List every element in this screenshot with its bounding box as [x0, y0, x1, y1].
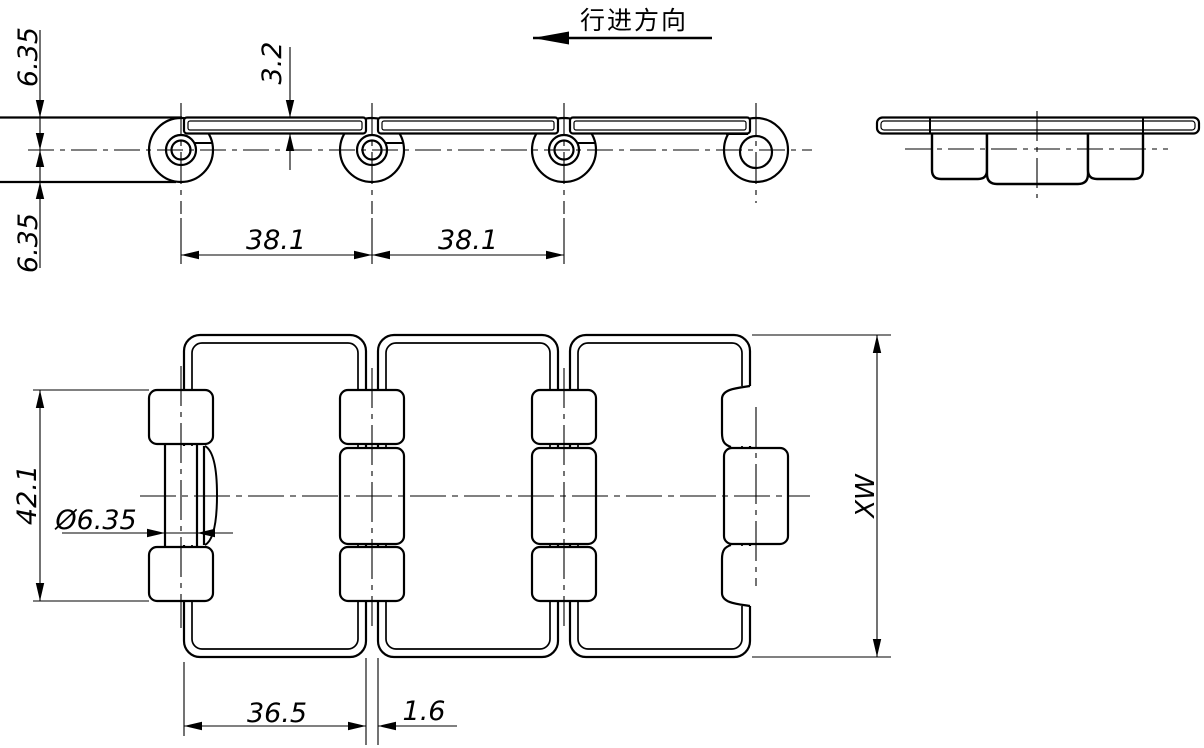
end-knuckle-right	[1086, 133, 1145, 181]
dim-gap-label: 1.6	[403, 696, 446, 727]
dim-pitch-group: 38.1 38.1	[180, 218, 565, 264]
dim-pin-diameter-group: Ø6.35	[54, 505, 233, 538]
end-view	[875, 111, 1201, 198]
dim-top-to-center-label: 6.35	[13, 27, 44, 87]
dim-chain-width-group: XW	[752, 334, 891, 658]
notch-top-outline	[720, 384, 751, 449]
plate-3	[568, 116, 752, 135]
travel-direction-arrow	[533, 31, 569, 45]
dim-thickness-3.2-group: 3.2	[257, 42, 295, 170]
plate-2	[376, 116, 560, 135]
notch-bottom-outline	[720, 543, 751, 608]
end-plate-inner	[880, 120, 1196, 131]
end-knuckle-left	[930, 133, 989, 181]
dim-hinge-width-label: 42.1	[12, 465, 43, 525]
plate-1	[182, 116, 368, 135]
plate-1-inner	[187, 120, 363, 131]
travel-direction-group: 行进方向	[533, 6, 712, 45]
dim-plate-length-label: 36.5	[247, 698, 307, 729]
dim-plate-length-group: 36.5 1.6	[183, 658, 457, 745]
dim-height-6.35-group: 6.35 6.35	[13, 27, 45, 273]
side-view: 6.35 6.35 3.2 38.1 38.1	[0, 6, 812, 273]
dim-chain-width-label: XW	[851, 473, 881, 520]
travel-direction-label: 行进方向	[580, 6, 688, 35]
dim-pitch-2-label: 38.1	[438, 225, 498, 256]
dim-pitch-1-label: 38.1	[246, 225, 306, 256]
plate-3-inner	[573, 120, 747, 131]
plate-2-inner	[381, 120, 555, 131]
dim-pin-diameter-label: Ø6.35	[54, 505, 136, 536]
plan-view: 42.1 Ø6.35 XW 36.5	[12, 333, 891, 745]
end-plate	[875, 116, 1201, 135]
dim-plate-thickness-label: 3.2	[257, 42, 288, 85]
dim-hinge-width-group: 42.1	[12, 389, 149, 602]
dim-center-to-bottom-label: 6.35	[13, 213, 44, 273]
